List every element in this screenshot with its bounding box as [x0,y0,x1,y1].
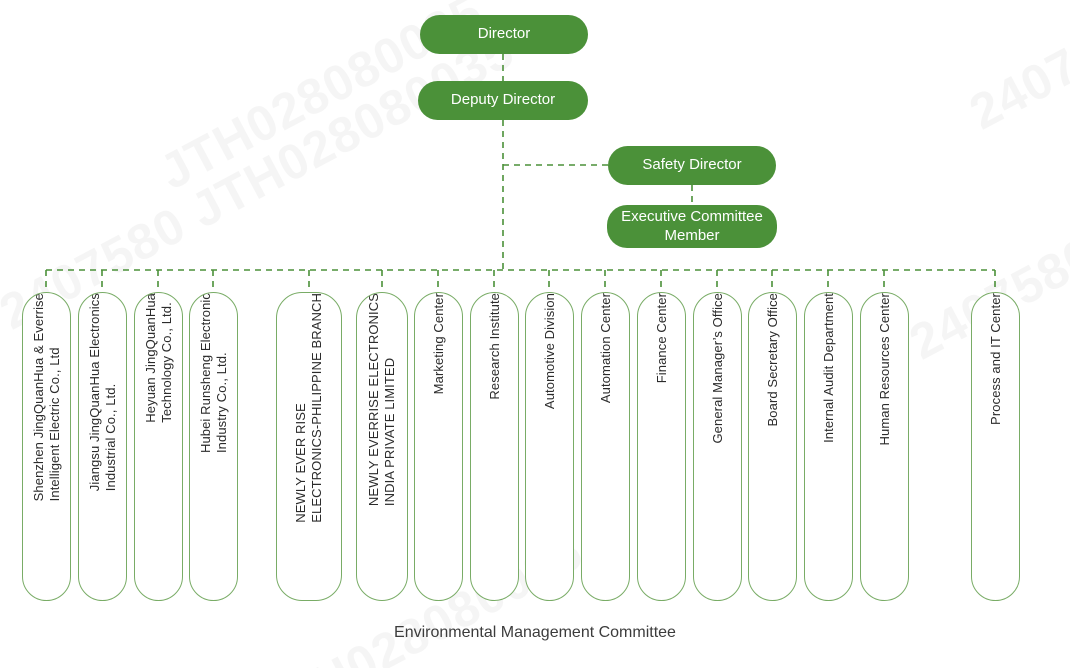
unit-node-shenzhen-jingquanhua-everrise[interactable]: Shenzhen JingQuanHua & Everrise Intellig… [22,292,71,601]
unit-node-label: Finance Center [653,293,669,384]
unit-node-label: Research Institute [486,293,502,400]
unit-node-automotive-division[interactable]: Automotive Division [525,292,574,601]
unit-node-label: NEWLY EVER RISE ELECTRONICS-PHILIPPINE B… [293,293,324,523]
unit-node-label: General Manager’s Office [709,293,725,444]
unit-node-label: Internal Audit Department [820,293,836,443]
unit-node-label: Hubei Runsheng Electronic Industry Co., … [197,293,229,454]
unit-node-hubei-runsheng-electronic[interactable]: Hubei Runsheng Electronic Industry Co., … [189,292,238,601]
unit-node-label: Jiangsu JingQuanHua Electronics Industri… [86,293,118,492]
node-deputy-director-label: Deputy Director [450,91,556,109]
unit-node-automation-center[interactable]: Automation Center [581,292,630,601]
watermark-text: 2407580 [960,0,1070,141]
unit-node-research-institute[interactable]: Research Institute [470,292,519,601]
unit-node-label: Marketing Center [430,293,446,395]
unit-node-label: Board Secretary Office [764,293,780,427]
node-executive-committee-member-label: Executive Committee Member [621,207,763,244]
unit-node-label: Automation Center [597,293,613,404]
unit-node-general-managers-office[interactable]: General Manager’s Office [693,292,742,601]
unit-node-label: Process and IT Center [987,293,1003,425]
unit-node-finance-center[interactable]: Finance Center [637,292,686,601]
unit-node-label: Human Resources Center [876,293,892,446]
unit-node-internal-audit-department[interactable]: Internal Audit Department [804,292,853,601]
unit-node-newly-ever-rise-philippine[interactable]: NEWLY EVER RISE ELECTRONICS-PHILIPPINE B… [276,292,342,601]
unit-node-label: NEWLY EVERRISE ELECTRONICS INDIA PRIVATE… [366,293,397,507]
node-director[interactable]: Director [420,15,588,54]
node-safety-director-label: Safety Director [642,156,742,174]
node-director-label: Director [477,25,531,43]
unit-node-label: Automotive Division [541,293,557,410]
node-deputy-director[interactable]: Deputy Director [418,81,588,120]
unit-node-label: Shenzhen JingQuanHua & Everrise Intellig… [30,293,62,502]
unit-node-marketing-center[interactable]: Marketing Center [414,292,463,601]
unit-node-newly-everrise-india[interactable]: NEWLY EVERRISE ELECTRONICS INDIA PRIVATE… [356,292,408,601]
chart-caption: Environmental Management Committee [394,624,676,641]
unit-node-jiangsu-jingquanhua-electronics[interactable]: Jiangsu JingQuanHua Electronics Industri… [78,292,127,601]
unit-node-human-resources-center[interactable]: Human Resources Center [860,292,909,601]
node-safety-director[interactable]: Safety Director [608,146,776,185]
unit-node-heyuan-jingquanhua-technology[interactable]: Heyuan JingQuanHua Technology Co., Ltd. [134,292,183,601]
node-executive-committee-member[interactable]: Executive Committee Member [607,205,777,248]
unit-node-process-and-it-center[interactable]: Process and IT Center [971,292,1020,601]
unit-node-label: Heyuan JingQuanHua Technology Co., Ltd. [142,293,174,423]
unit-node-board-secretary-office[interactable]: Board Secretary Office [748,292,797,601]
